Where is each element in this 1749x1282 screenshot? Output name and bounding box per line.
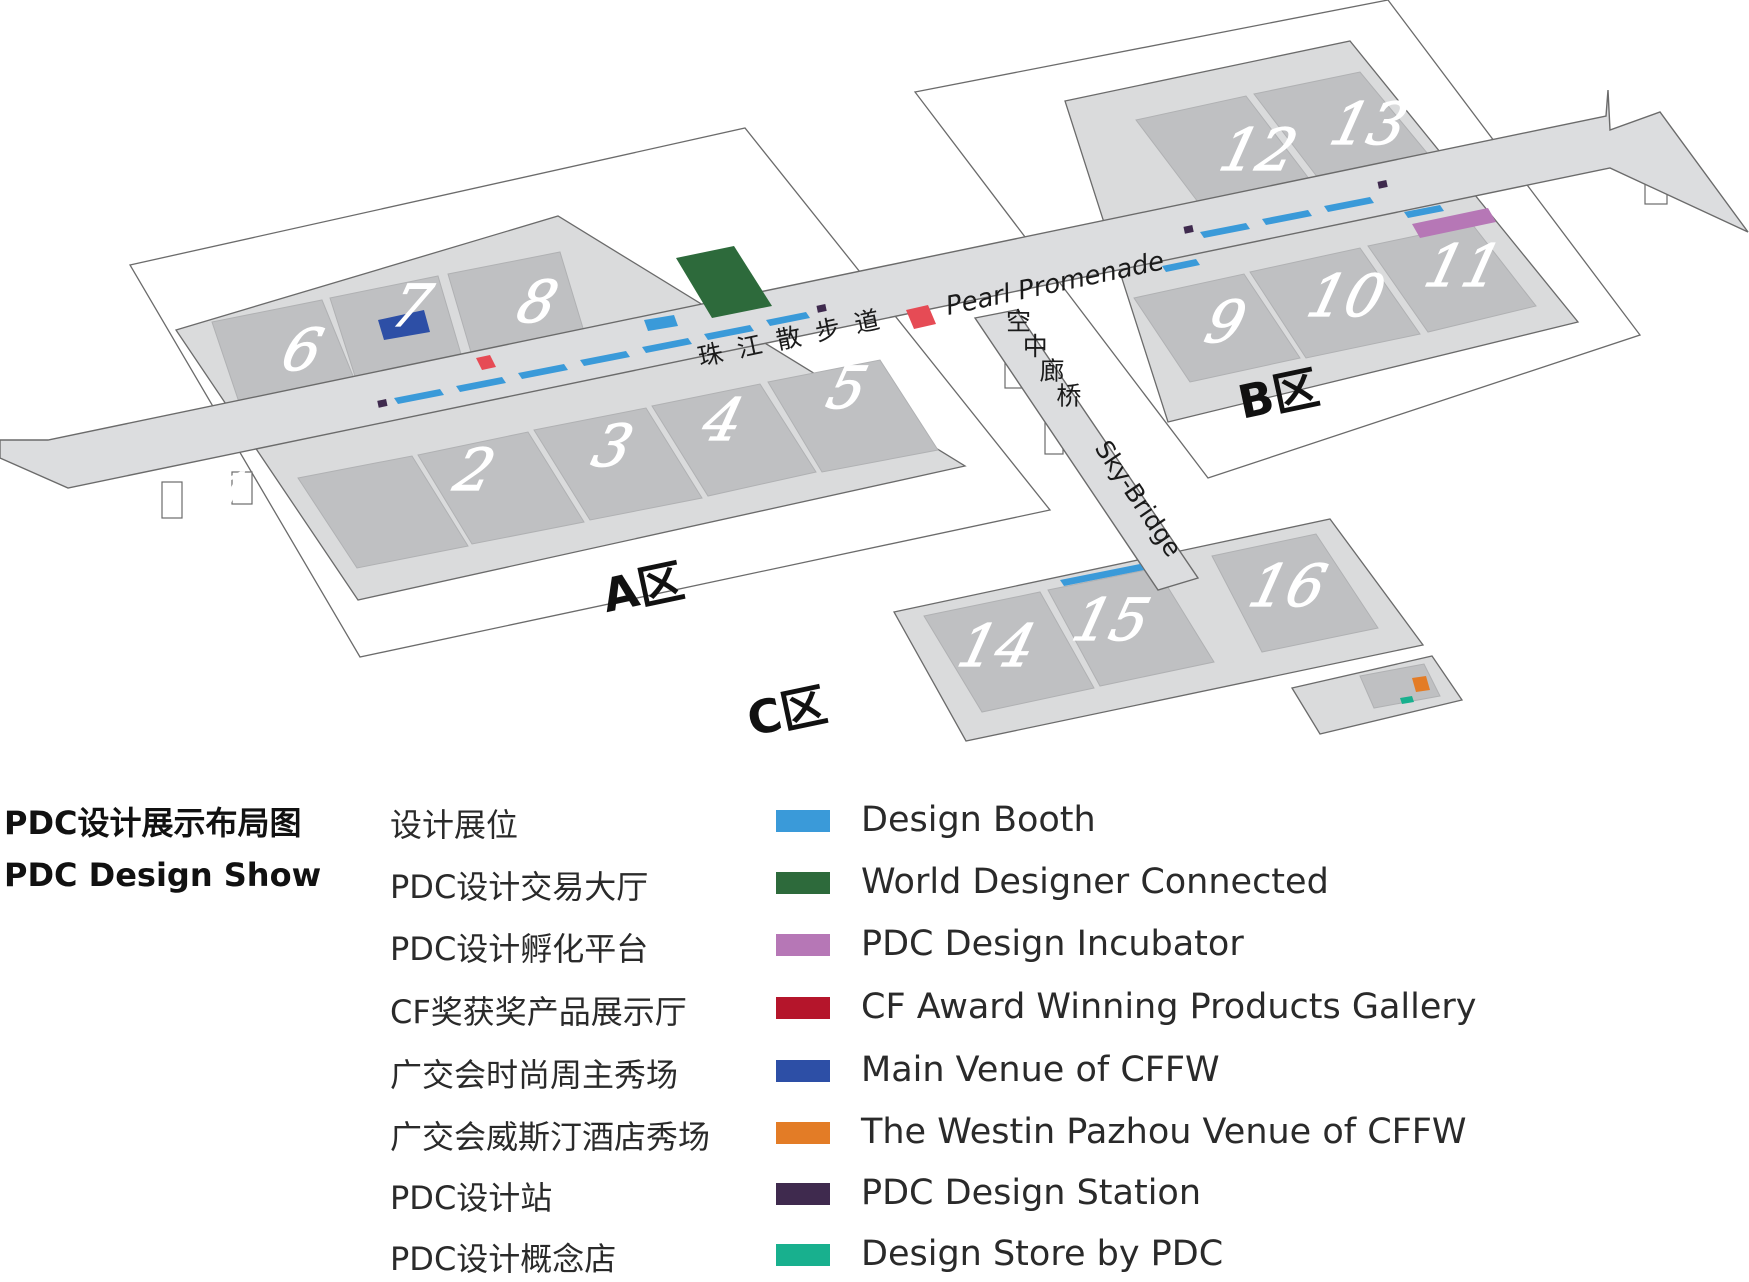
sky-bridge [973,309,1200,591]
world-designer-connected-marker [676,246,772,318]
promenade-cn-label: 步 [813,313,843,347]
hall-4-block [651,383,817,497]
pillar [161,481,183,519]
legend-item-en: Main Venue of CFFW [861,1050,1220,1090]
hall-9-block [1133,273,1301,383]
skybridge-cn-label: 廊 [1040,357,1065,386]
design-booth-marker [394,389,444,404]
legend-title-en: PDC Design Show [4,856,322,894]
legend-swatch [776,1244,830,1266]
hall-number: 13 [1324,90,1415,158]
legend-item-cn: PDC设计站 [390,1179,553,1217]
promenade-cn-label: 道 [852,305,882,339]
legend-item-cn: 设计展位 [390,806,519,844]
westin-venue-marker [1412,676,1430,692]
legend-swatch [776,934,830,956]
hall-16-block [1211,533,1379,653]
legend-swatch [776,1060,830,1082]
legend-item-cn: 广交会时尚周主秀场 [390,1056,679,1094]
zone-c-label: C区 [742,677,831,746]
pdc-design-station-marker [816,304,827,313]
hall-number: 2 [447,436,502,504]
legend-item-en: Design Booth [861,800,1096,840]
legend-item-en: CF Award Winning Products Gallery [861,987,1477,1027]
westin-inner-block [1359,663,1441,709]
promenade-cn-label: 珠 [695,338,725,372]
design-booth-marker [1060,564,1144,586]
hall-number: 10 [1301,262,1392,330]
design-booth-marker [704,325,754,340]
legend-item-en: The Westin Pazhou Venue of CFFW [861,1112,1467,1152]
legend-swatch [776,1183,830,1205]
skybridge-cn-label: 空 [1006,307,1031,336]
hall-15-block [1047,567,1215,687]
pearl-promenade [0,89,1749,489]
legend-item-cn: PDC设计孵化平台 [390,930,649,968]
hall-10-block [1249,247,1421,359]
legend-item-cf-award-gallery: CF奖获奖产品展示厅 CF Award Winning Products Gal… [0,985,1749,1035]
legend-item-cn: PDC设计交易大厅 [390,868,649,906]
legend-item-design-station: PDC设计站 PDC Design Station [0,1171,1749,1221]
pdc-design-station-marker [1377,180,1388,189]
legend-item-world-designer-connected: PDC设计交易大厅 World Designer Connected [0,860,1749,910]
pdc-design-station-marker [1183,225,1194,234]
skybridge-cn-label: 中 [1023,332,1048,361]
legend-item-en: PDC Design Station [861,1173,1202,1213]
hall-number: 15 [1066,586,1157,654]
hall-2-block [417,431,585,545]
hall-3-block [533,407,703,521]
design-booth-marker [1200,223,1250,238]
legend-item-en: Design Store by PDC [861,1234,1224,1274]
pdc-design-incubator-marker [1412,208,1496,238]
skybridge-cn-label: 桥 [1056,382,1081,411]
promenade-cn-label: 散 [773,322,803,356]
hall-number: 12 [1213,116,1304,184]
legend-item-cn: PDC设计概念店 [390,1240,617,1278]
legend-item-westin-venue: 广交会威斯汀酒店秀场 The Westin Pazhou Venue of CF… [0,1110,1749,1160]
legend-item-en: PDC Design Incubator [861,924,1244,964]
hall-14-block [923,591,1095,713]
hall-5-block [767,359,939,473]
legend-item-main-venue-cffw: 广交会时尚周主秀场 Main Venue of CFFW [0,1048,1749,1098]
hall-number: 14 [952,612,1043,680]
design-booth-marker [518,364,568,379]
hall-number: 16 [1243,552,1334,620]
legend-item-design-store: PDC设计概念店 Design Store by PDC [0,1232,1749,1282]
hall-1-block [297,455,469,569]
legend-item-design-incubator: PDC设计孵化平台 PDC Design Incubator [0,922,1749,972]
main-venue-cffw-marker [378,310,430,340]
legend-title-cn: PDC设计展示布局图 [4,804,302,842]
legend-item-design-booth: 设计展位 Design Booth [0,798,1749,848]
exhibition-map: 1 2 3 4 5 6 7 8 9 10 11 12 13 14 15 16 A… [0,0,1749,747]
design-booth-marker [1262,210,1312,225]
cf-award-gallery-marker [906,305,936,329]
design-booth-marker [580,351,630,366]
legend-swatch [776,810,830,832]
design-booth-marker [644,315,678,331]
legend-swatch [776,872,830,894]
design-booth-marker [1324,197,1374,212]
promenade-cn-label: 江 [734,330,764,364]
design-booth-marker [456,377,506,392]
design-booth-marker [766,312,810,326]
pillar [231,471,253,505]
legend-swatch [776,1122,830,1144]
design-booth-marker [1162,259,1200,272]
design-booth-marker [1404,205,1444,218]
design-store-marker [1400,696,1414,704]
legend-item-cn: CF奖获奖产品展示厅 [390,993,687,1031]
legend-swatch [776,997,830,1019]
hall-number: 11 [1418,232,1509,300]
legend-item-en: World Designer Connected [861,862,1329,902]
design-booth-marker [642,338,692,353]
legend-item-cn: 广交会威斯汀酒店秀场 [390,1118,711,1156]
cf-award-gallery-marker [476,355,496,370]
pdc-design-station-marker [377,399,388,408]
